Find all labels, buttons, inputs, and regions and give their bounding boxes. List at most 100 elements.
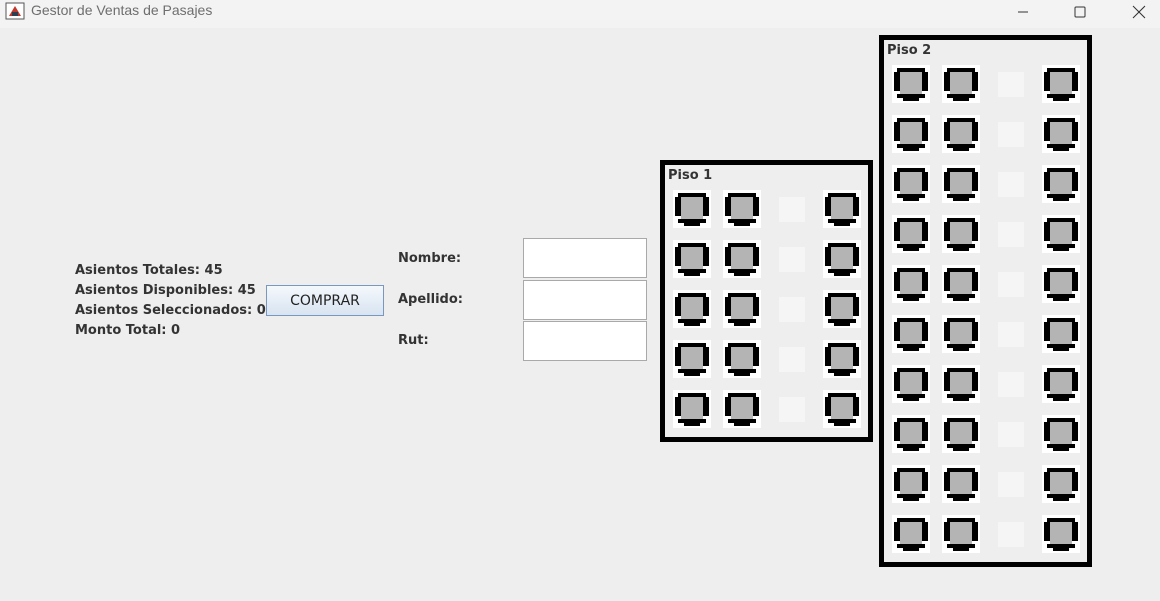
- seat-button[interactable]: [673, 190, 711, 228]
- aisle-tile: [998, 72, 1024, 97]
- seat-icon: [1042, 465, 1080, 503]
- seat-button[interactable]: [723, 340, 761, 378]
- aisle-tile: [998, 422, 1024, 447]
- seat-button[interactable]: [942, 215, 980, 253]
- seat-button[interactable]: [892, 315, 930, 353]
- seat-button[interactable]: [673, 390, 711, 428]
- floor-2-title: Piso 2: [887, 43, 932, 58]
- close-button[interactable]: [1116, 0, 1160, 24]
- seat-button[interactable]: [723, 390, 761, 428]
- seat-button[interactable]: [673, 240, 711, 278]
- java-app-icon: [5, 2, 25, 20]
- seat-button[interactable]: [1042, 65, 1080, 103]
- seat-icon: [823, 340, 861, 378]
- lastname-label: Apellido:: [398, 292, 463, 307]
- seat-button[interactable]: [673, 290, 711, 328]
- aisle-space: [773, 340, 811, 378]
- seat-button[interactable]: [723, 190, 761, 228]
- seat-button[interactable]: [892, 465, 930, 503]
- seat-button[interactable]: [1042, 265, 1080, 303]
- aisle-tile: [779, 197, 805, 222]
- aisle-space: [773, 390, 811, 428]
- aisle-space: [992, 65, 1030, 103]
- seat-button[interactable]: [1042, 315, 1080, 353]
- available-seats-label: Asientos Disponibles: 45: [75, 283, 256, 298]
- seat-button[interactable]: [823, 290, 861, 328]
- aisle-space: [992, 215, 1030, 253]
- seat-icon: [823, 290, 861, 328]
- seat-button[interactable]: [892, 515, 930, 553]
- seat-icon: [892, 115, 930, 153]
- seat-icon: [942, 315, 980, 353]
- aisle-tile: [779, 247, 805, 272]
- seat-icon: [1042, 215, 1080, 253]
- seat-button[interactable]: [942, 465, 980, 503]
- seat-button[interactable]: [892, 165, 930, 203]
- window-title: Gestor de Ventas de Pasajes: [31, 2, 213, 18]
- aisle-tile: [998, 372, 1024, 397]
- aisle-tile: [998, 472, 1024, 497]
- seat-icon: [673, 190, 711, 228]
- rut-input[interactable]: [523, 321, 647, 361]
- lastname-input[interactable]: [523, 280, 647, 320]
- seat-icon: [892, 465, 930, 503]
- seat-button[interactable]: [1042, 415, 1080, 453]
- seat-icon: [723, 390, 761, 428]
- seat-button[interactable]: [1042, 115, 1080, 153]
- seat-button[interactable]: [1042, 165, 1080, 203]
- floor-1-panel: Piso 1: [660, 160, 873, 442]
- seat-button[interactable]: [823, 190, 861, 228]
- seat-icon: [942, 515, 980, 553]
- seat-button[interactable]: [892, 65, 930, 103]
- seat-button[interactable]: [892, 415, 930, 453]
- seat-button[interactable]: [823, 240, 861, 278]
- seat-button[interactable]: [942, 415, 980, 453]
- seat-icon: [673, 290, 711, 328]
- seat-button[interactable]: [942, 115, 980, 153]
- seat-button[interactable]: [723, 240, 761, 278]
- seat-button[interactable]: [1042, 365, 1080, 403]
- name-input[interactable]: [523, 238, 647, 278]
- total-amount-label: Monto Total: 0: [75, 323, 181, 338]
- aisle-space: [992, 515, 1030, 553]
- seat-button[interactable]: [1042, 215, 1080, 253]
- floor-1-title: Piso 1: [668, 168, 713, 183]
- seat-button[interactable]: [673, 340, 711, 378]
- aisle-space: [992, 415, 1030, 453]
- seat-icon: [1042, 415, 1080, 453]
- maximize-button[interactable]: [1057, 0, 1103, 24]
- aisle-tile: [998, 322, 1024, 347]
- seat-icon: [1042, 165, 1080, 203]
- seat-icon: [892, 515, 930, 553]
- seat-icon: [892, 165, 930, 203]
- seat-icon: [723, 240, 761, 278]
- seat-icon: [823, 240, 861, 278]
- seat-button[interactable]: [942, 515, 980, 553]
- aisle-tile: [998, 222, 1024, 247]
- seat-icon: [892, 415, 930, 453]
- seat-button[interactable]: [892, 215, 930, 253]
- seat-icon: [892, 65, 930, 103]
- seat-button[interactable]: [823, 390, 861, 428]
- seat-button[interactable]: [892, 265, 930, 303]
- seat-button[interactable]: [823, 340, 861, 378]
- seat-icon: [723, 340, 761, 378]
- seat-icon: [823, 390, 861, 428]
- seat-icon: [942, 265, 980, 303]
- seat-button[interactable]: [1042, 515, 1080, 553]
- seat-button[interactable]: [1042, 465, 1080, 503]
- seat-button[interactable]: [942, 315, 980, 353]
- buy-button[interactable]: COMPRAR: [266, 285, 384, 316]
- minimize-button[interactable]: [1000, 0, 1046, 24]
- seat-icon: [942, 165, 980, 203]
- aisle-space: [992, 315, 1030, 353]
- seat-button[interactable]: [942, 65, 980, 103]
- floor-2-panel: Piso 2: [879, 35, 1092, 567]
- seat-button[interactable]: [942, 165, 980, 203]
- seat-button[interactable]: [942, 265, 980, 303]
- seat-button[interactable]: [723, 290, 761, 328]
- seat-button[interactable]: [892, 365, 930, 403]
- seat-button[interactable]: [942, 365, 980, 403]
- aisle-space: [773, 190, 811, 228]
- seat-button[interactable]: [892, 115, 930, 153]
